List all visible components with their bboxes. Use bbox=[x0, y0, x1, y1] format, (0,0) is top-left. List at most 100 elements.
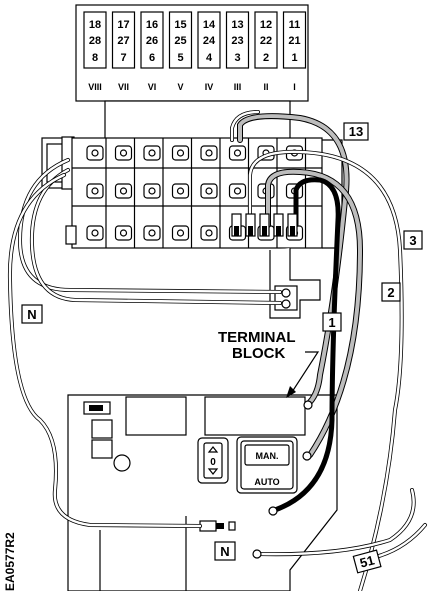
col-vi-bot-number: 6 bbox=[149, 52, 155, 64]
col-i-box bbox=[282, 11, 307, 69]
terminal-label-line1: TERMINAL bbox=[218, 329, 296, 346]
connection-point-13 bbox=[303, 400, 313, 410]
thumbwheel-up-arrow bbox=[207, 446, 219, 453]
terminal-block-box bbox=[204, 396, 306, 436]
callout-3-box bbox=[403, 230, 423, 250]
terminal-screw-head bbox=[205, 149, 213, 157]
terminal-screw-head bbox=[233, 187, 242, 195]
man-auto-upper-face bbox=[244, 444, 290, 466]
callout-n-bottom: N bbox=[220, 544, 229, 559]
col-vi-roman-label: VI bbox=[148, 82, 157, 92]
col-vi-box bbox=[140, 11, 164, 69]
terminal-screw-head bbox=[205, 187, 213, 195]
module-block-left bbox=[125, 396, 187, 436]
callout-n-bottom-box bbox=[214, 541, 236, 561]
switch-auto-label: AUTO bbox=[254, 477, 279, 487]
wire-51 bbox=[256, 488, 415, 556]
col-ii-roman-label: II bbox=[263, 82, 268, 92]
callout-2-box bbox=[381, 282, 401, 302]
col-iv-top-number: 14 bbox=[203, 19, 216, 31]
terminal-screws bbox=[86, 138, 307, 248]
callout-1: 1 bbox=[328, 315, 335, 330]
figure-code: EA0577R2 bbox=[3, 532, 17, 591]
thumbwheel-zero-label: 0 bbox=[210, 457, 216, 468]
terminal-screw-head bbox=[176, 187, 185, 195]
callout-n-left: N bbox=[27, 307, 36, 322]
wire-n bbox=[8, 173, 202, 528]
n-connector-pin bbox=[216, 523, 224, 529]
col-vii-box bbox=[111, 11, 136, 69]
n-connector-socket bbox=[228, 521, 236, 531]
col-ii-top-number: 12 bbox=[260, 19, 272, 31]
terminal-label-arrowhead bbox=[286, 386, 296, 398]
col-iv-bot-number: 4 bbox=[206, 52, 213, 64]
callout-2: 2 bbox=[387, 285, 394, 300]
col-vi-top-number: 16 bbox=[146, 19, 158, 31]
terminal-screw-head bbox=[119, 229, 128, 237]
wire-2 bbox=[266, 169, 363, 457]
col-iii-box bbox=[225, 11, 250, 69]
terminal-screw-head bbox=[176, 229, 185, 237]
col-i-bot-number: 1 bbox=[291, 52, 297, 64]
connection-point-1 bbox=[268, 506, 278, 516]
strip-end-tab bbox=[65, 225, 77, 245]
module-square-1 bbox=[91, 419, 113, 439]
col-viii-roman-label: VIII bbox=[88, 82, 102, 92]
terminal-label-line2: BLOCK bbox=[232, 345, 285, 362]
col-v-box bbox=[168, 11, 193, 69]
col-iii-roman-label: III bbox=[234, 82, 242, 92]
wire-13b bbox=[230, 110, 260, 142]
col-v-bot-number: 5 bbox=[177, 52, 183, 64]
terminal-screw-head bbox=[176, 149, 185, 157]
switch-man-label: MAN. bbox=[256, 451, 279, 461]
thumbwheel-down-arrow bbox=[207, 468, 219, 475]
callout-n-left-box bbox=[21, 304, 43, 324]
terminal-screw-head bbox=[91, 149, 99, 157]
col-vii-bot-number: 7 bbox=[120, 52, 126, 64]
col-iv-box bbox=[197, 11, 221, 69]
col-ii-box bbox=[254, 11, 278, 69]
upper-connector-plate bbox=[104, 100, 291, 142]
fork-connector-tip bbox=[262, 226, 267, 236]
terminal-screw-head bbox=[148, 187, 156, 195]
col-ii-bot-number: 2 bbox=[263, 52, 269, 64]
terminal-screw-head bbox=[148, 229, 156, 237]
col-vii-top-number: 17 bbox=[117, 19, 129, 31]
ground-screw-2 bbox=[281, 299, 291, 309]
fork-connector-tip bbox=[234, 226, 239, 236]
fork-connector-tip bbox=[276, 226, 281, 236]
col-viii-top-number: 18 bbox=[89, 19, 101, 31]
col-v-roman-label: V bbox=[177, 82, 183, 92]
col-vi-mid-number: 26 bbox=[146, 35, 158, 47]
fork-connector-tip bbox=[290, 226, 295, 236]
connection-point-51 bbox=[252, 549, 262, 559]
terminal-screw-head bbox=[91, 229, 99, 237]
col-ii-mid-number: 22 bbox=[260, 35, 272, 47]
col-vii-mid-number: 27 bbox=[117, 35, 129, 47]
col-i-roman-label: I bbox=[293, 82, 296, 92]
col-iii-top-number: 13 bbox=[231, 19, 243, 31]
col-iii-bot-number: 3 bbox=[234, 52, 240, 64]
wire-13 bbox=[238, 114, 349, 406]
connection-point-2 bbox=[302, 451, 312, 461]
callout-51-box bbox=[352, 549, 382, 574]
terminal-strip bbox=[71, 137, 323, 249]
fork-connector-tip bbox=[248, 226, 253, 236]
module-square-2 bbox=[91, 439, 113, 459]
wire-ground-1 bbox=[18, 158, 282, 294]
col-iii-mid-number: 23 bbox=[231, 35, 243, 47]
terminal-screw-head bbox=[91, 187, 99, 195]
ground-screw-1 bbox=[281, 288, 291, 298]
wire-1 bbox=[272, 177, 341, 513]
col-v-top-number: 15 bbox=[174, 19, 186, 31]
callout-13: 13 bbox=[349, 124, 363, 139]
module-slot-fill bbox=[89, 405, 103, 411]
col-i-top-number: 11 bbox=[289, 19, 301, 31]
terminal-screw-head bbox=[119, 187, 128, 195]
col-iv-mid-number: 24 bbox=[203, 35, 216, 47]
module-knob bbox=[113, 454, 131, 472]
terminal-screw-head bbox=[119, 149, 128, 157]
terminal-screw-head bbox=[148, 149, 156, 157]
